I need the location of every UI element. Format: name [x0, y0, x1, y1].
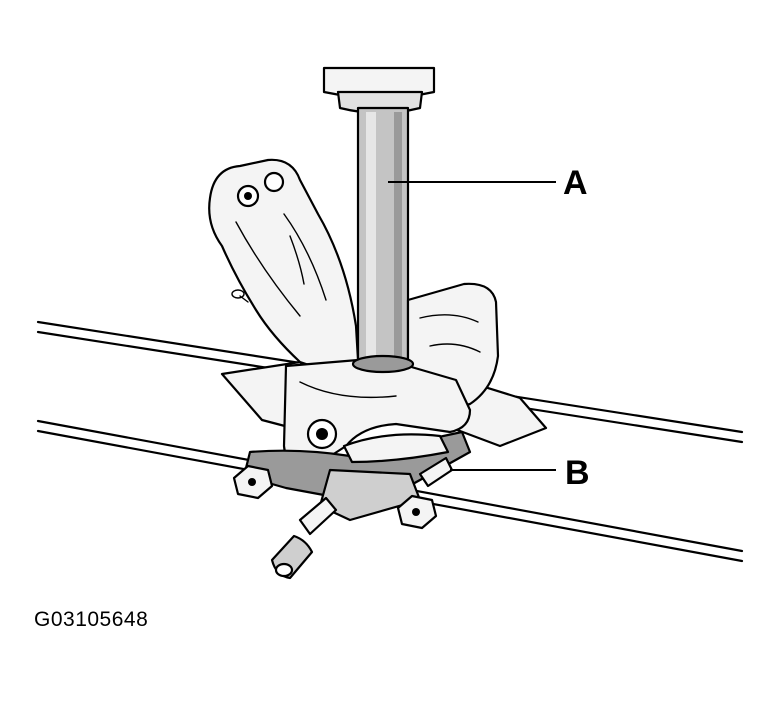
press-ram [356, 106, 410, 372]
leader-lines [388, 181, 556, 471]
steering-knuckle [208, 158, 500, 470]
figure-id: G03105648 [34, 608, 149, 631]
bearing-separator [242, 430, 472, 522]
press-head [322, 66, 436, 115]
separator-nuts [232, 464, 438, 530]
separator-bolts [270, 456, 454, 580]
callout-a-label: A [563, 164, 588, 202]
callout-b-label: B [565, 454, 590, 492]
